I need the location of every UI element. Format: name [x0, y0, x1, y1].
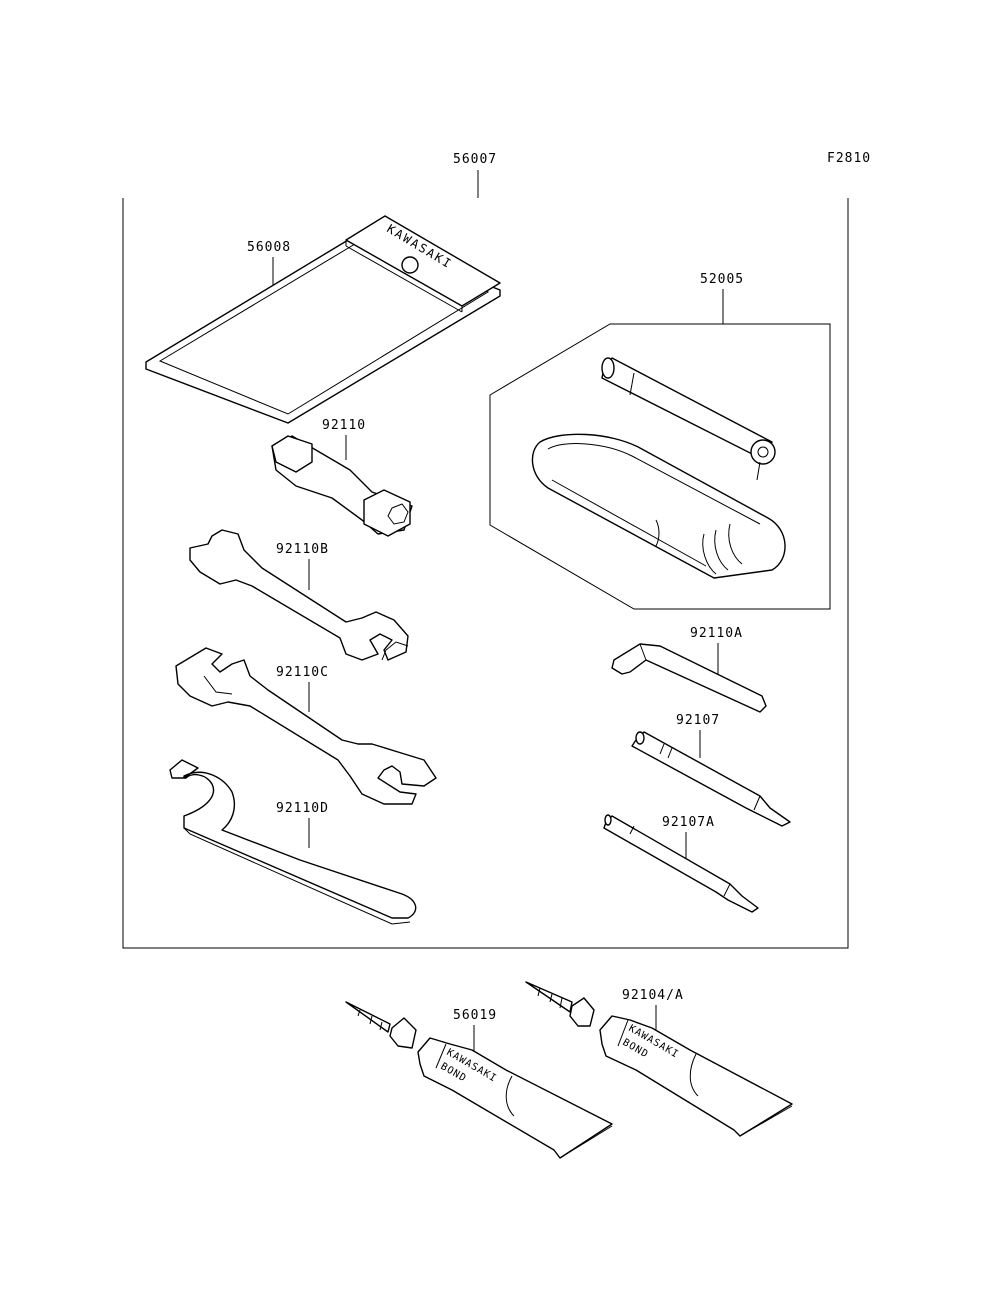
- plug-wrench: [271, 435, 413, 537]
- grease-kit-frame: [489, 323, 831, 610]
- label-plug-wrench: 92110: [322, 418, 366, 433]
- label-bond-b: 92104/A: [622, 988, 684, 1003]
- label-hex-key: 92110A: [690, 626, 743, 641]
- bond-tube-a: KAWASAKI BOND: [345, 1001, 613, 1159]
- grease-tube: [531, 433, 786, 579]
- hex-key: [611, 643, 767, 713]
- screwdriver-bit-a: [603, 814, 759, 913]
- kit-frame: [122, 198, 849, 949]
- screwdriver-bit: [631, 731, 791, 827]
- label-bond-a: 56019: [453, 1008, 497, 1023]
- hook-wrench: [169, 759, 417, 925]
- wrench-b: [189, 529, 409, 661]
- grease-gun: [601, 357, 776, 481]
- label-screwdriver-bit-a: 92107A: [662, 815, 715, 830]
- label-wrench-b: 92110B: [276, 542, 329, 557]
- label-hook-wrench: 92110D: [276, 801, 329, 816]
- label-screwdriver-bit: 92107: [676, 713, 720, 728]
- figure-code: F2810: [827, 151, 871, 166]
- label-grease-kit: 52005: [700, 272, 744, 287]
- wrench-c: [175, 647, 437, 805]
- pouch-snap: [401, 256, 419, 274]
- tool-pouch: KAWASAKI: [145, 215, 501, 424]
- label-pouch: 56008: [247, 240, 291, 255]
- label-wrench-c: 92110C: [276, 665, 329, 680]
- label-kit: 56007: [453, 152, 497, 167]
